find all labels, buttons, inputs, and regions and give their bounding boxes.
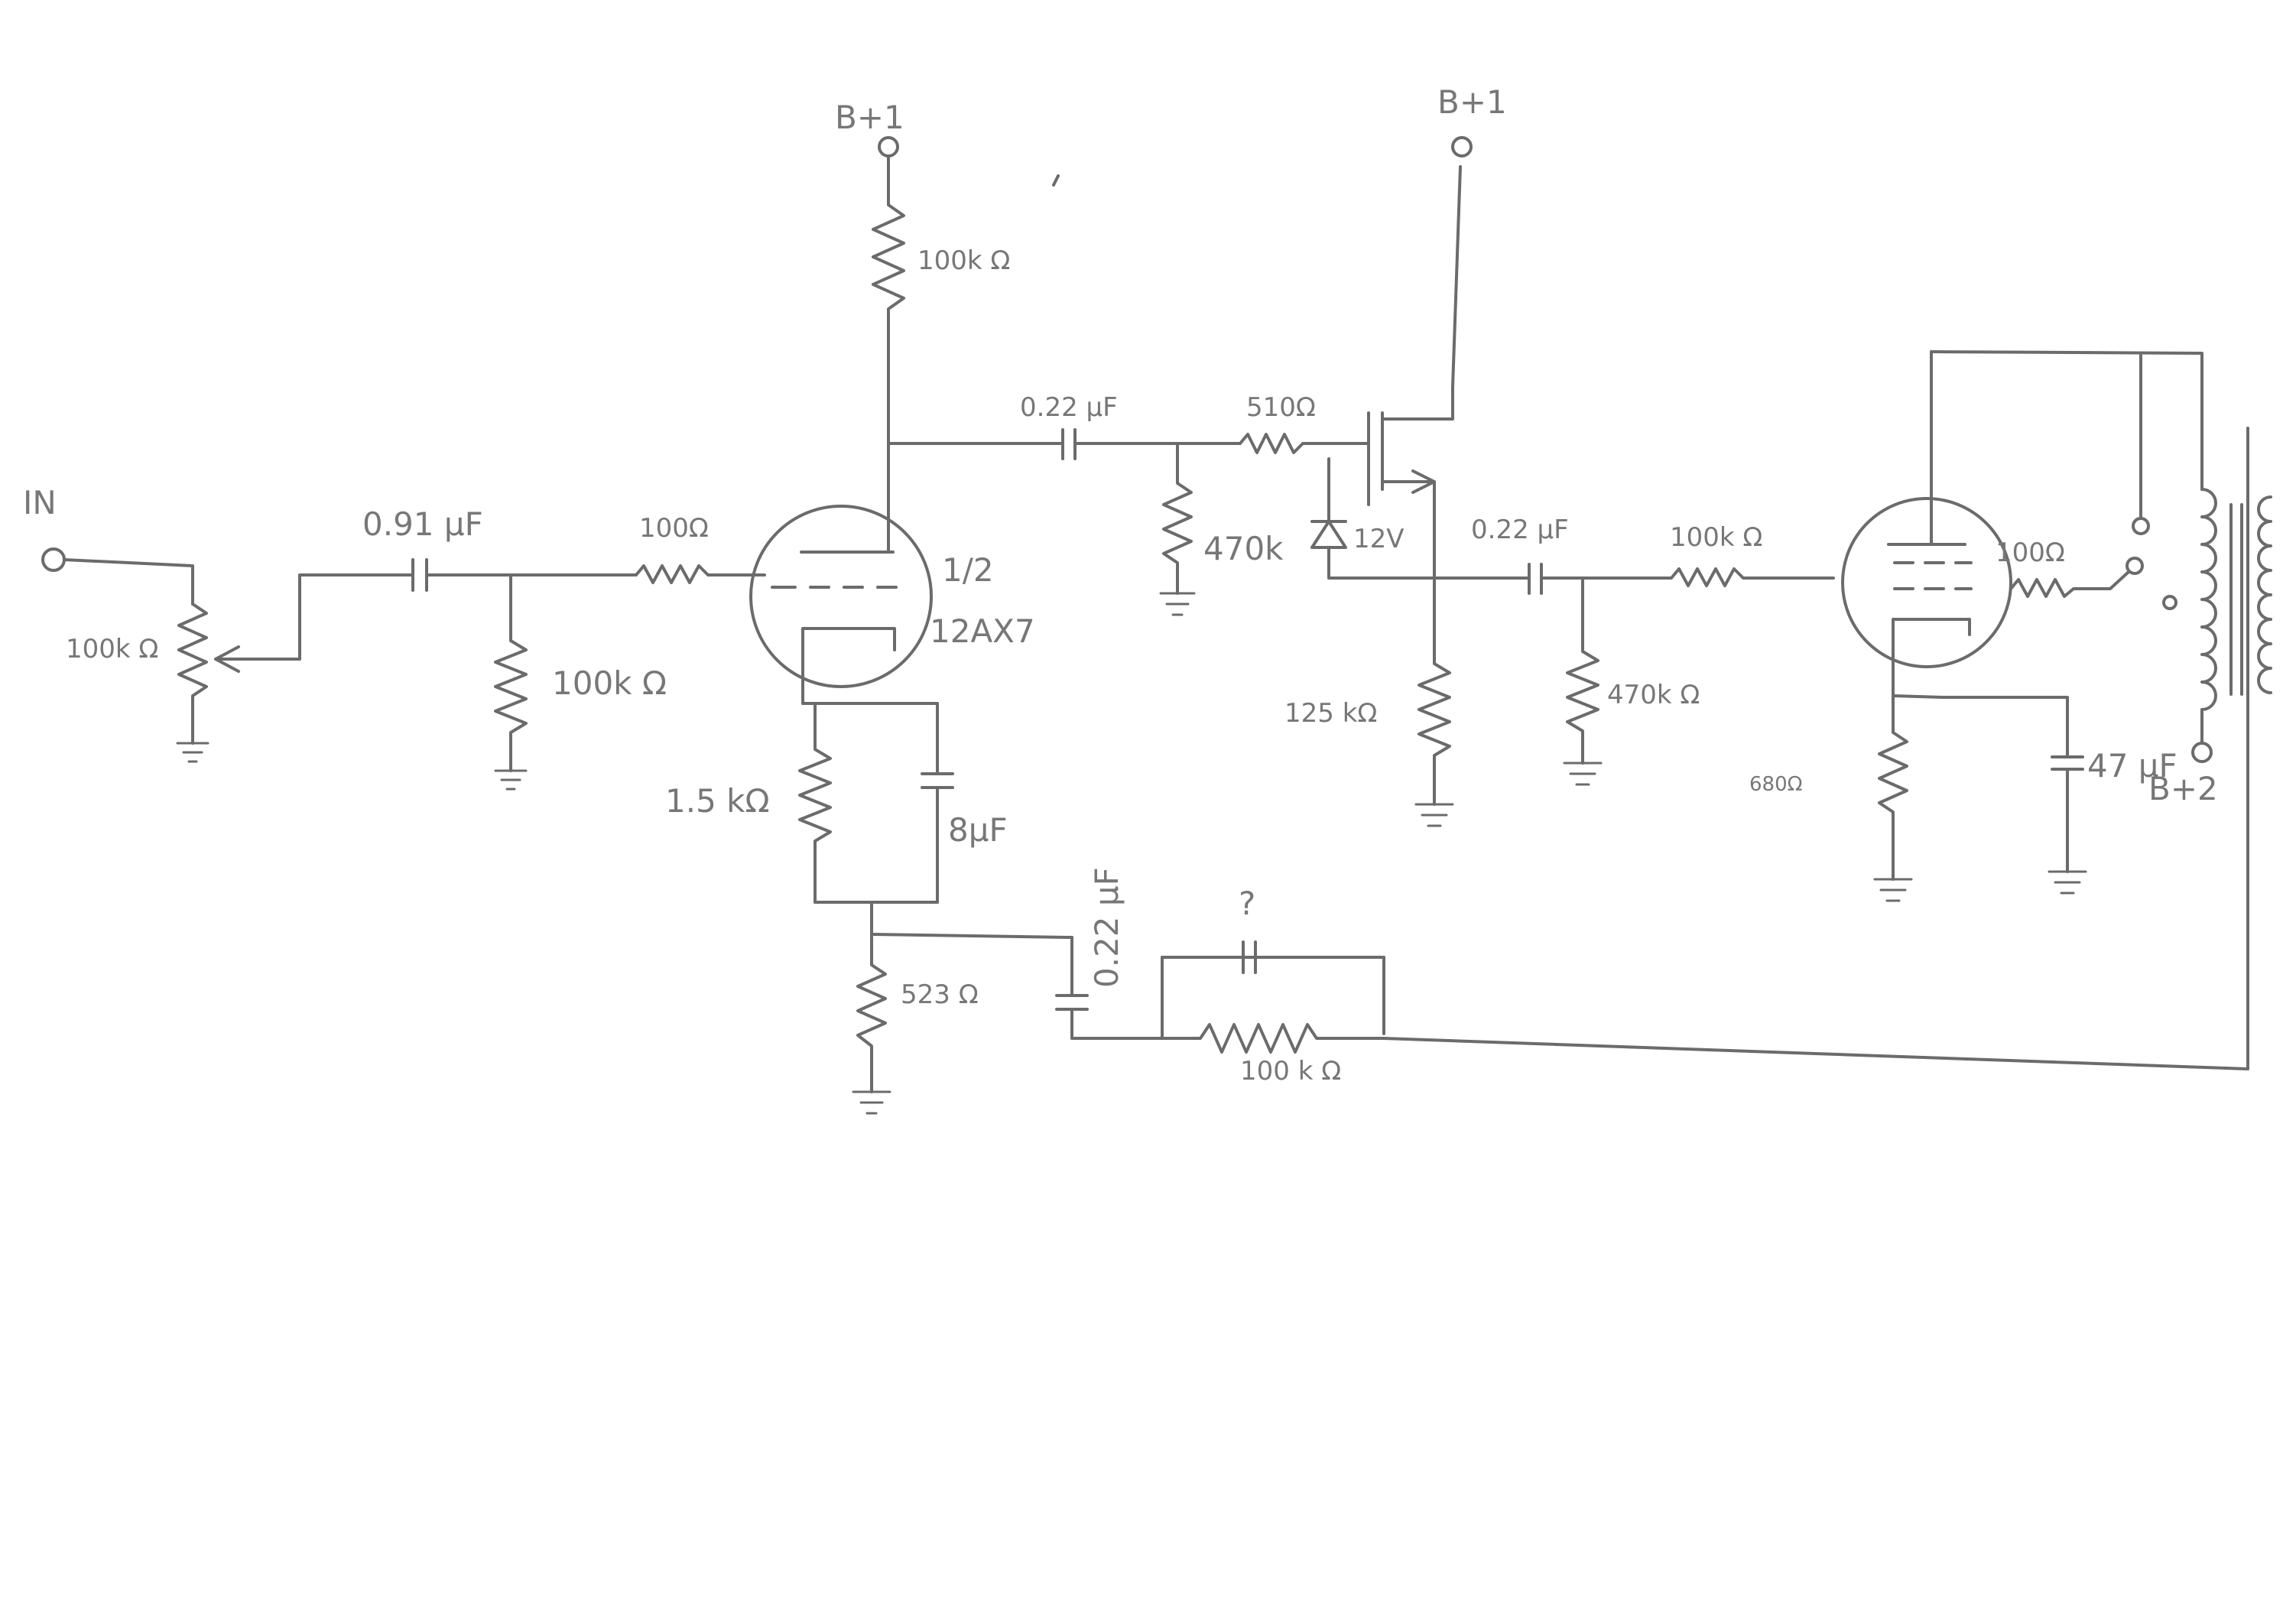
b-plus-1-left-label: B+1 bbox=[835, 99, 904, 136]
cathode-resistor bbox=[798, 702, 832, 904]
grid-res-2-label: 100k Ω bbox=[1670, 522, 1762, 553]
feedback-network bbox=[1055, 427, 2249, 1070]
ground-symbol bbox=[176, 742, 209, 763]
coupling-cap-2-label: 0.22 μF bbox=[1471, 515, 1569, 545]
fb-unknown-cap-label: ? bbox=[1239, 885, 1255, 922]
feedback-capacitor bbox=[1055, 936, 1164, 1040]
input-label: IN bbox=[23, 484, 57, 521]
grid-res-1-label: 100Ω bbox=[639, 513, 709, 544]
transformer-primary bbox=[2200, 488, 2217, 745]
gate-leak-label: 470k bbox=[1203, 530, 1284, 567]
output-cathode-capacitor bbox=[2051, 755, 2084, 873]
feedback-ground-resistor bbox=[856, 933, 887, 1093]
input-pot-label: 100k Ω bbox=[66, 634, 158, 664]
tube-half-label: 1/2 bbox=[942, 551, 994, 589]
coupling-capacitor-2 bbox=[1433, 563, 1673, 595]
fb-cap-label: 0.22 μF bbox=[1088, 867, 1125, 988]
output-plate-wire bbox=[1930, 350, 2203, 518]
screen-resistor bbox=[2009, 557, 2144, 598]
coupling-capacitor-1 bbox=[1061, 428, 1242, 460]
input-terminal bbox=[41, 547, 66, 572]
ground-symbol bbox=[852, 1090, 891, 1115]
grid-leak-resistor-1 bbox=[494, 573, 528, 791]
tube-plate bbox=[800, 442, 895, 554]
output-cathode-cap-label: 47 μF bbox=[2087, 747, 2177, 784]
transformer-core bbox=[2229, 503, 2243, 696]
output-cathode-res-label: 680Ω bbox=[1749, 773, 1803, 796]
zener-diode bbox=[1310, 457, 1436, 580]
transformer-secondary bbox=[2257, 495, 2272, 694]
feedback-unknown-capacitor bbox=[1161, 940, 1385, 974]
input-capacitor-label: 0.91 μF bbox=[362, 505, 483, 543]
output-transformer bbox=[2191, 488, 2272, 763]
input-capacitor bbox=[411, 558, 638, 592]
feedback-resistor bbox=[1161, 1023, 1385, 1054]
switch-terminal-top bbox=[2132, 517, 2150, 535]
source-res-label: 125 kΩ bbox=[1284, 698, 1377, 729]
input-pot-wiper bbox=[214, 573, 414, 673]
triode-tube-12ax7 bbox=[749, 442, 933, 705]
tap-terminal bbox=[2162, 595, 2177, 610]
pentode-grids bbox=[1893, 561, 1973, 590]
output-cathode-network bbox=[1873, 694, 2087, 902]
pentode-plate bbox=[1887, 350, 1966, 546]
tube-type-label: 12AX7 bbox=[930, 612, 1035, 650]
grid-stopper-resistor-2 bbox=[1670, 567, 1835, 587]
plate-res-1-label: 100k Ω bbox=[917, 245, 1010, 276]
plate-supply-left bbox=[872, 136, 1060, 445]
b-plus-1-right-label: B+1 bbox=[1437, 83, 1507, 121]
b-plus-2-label: B+2 bbox=[2148, 770, 2218, 807]
cathode-network bbox=[798, 702, 1073, 1115]
tube-cathode bbox=[801, 627, 896, 705]
cathode-bypass-capacitor bbox=[921, 702, 954, 904]
input-section bbox=[41, 547, 414, 763]
fb-res-ground-label: 523 Ω bbox=[901, 979, 979, 1010]
screen-res-label: 100Ω bbox=[1996, 538, 2065, 568]
output-cathode-resistor bbox=[1878, 694, 1908, 881]
input-wire bbox=[63, 558, 194, 606]
feedback-return-wire bbox=[1382, 427, 2249, 1070]
gate-res-label: 510Ω bbox=[1246, 392, 1316, 423]
coupling-cap-1-label: 0.22 μF bbox=[1020, 392, 1118, 423]
grid-leak-resistor-2 bbox=[1563, 577, 1603, 786]
pentode-cathode bbox=[1892, 618, 1971, 697]
source-resistor bbox=[1414, 577, 1454, 827]
output-pentode-tube bbox=[1841, 350, 2012, 697]
gate-stopper-resistor bbox=[1239, 433, 1370, 454]
zener-label: 12V bbox=[1353, 524, 1405, 554]
fb-res-label: 100 k Ω bbox=[1240, 1056, 1341, 1086]
grid-stopper-resistor-1 bbox=[635, 564, 766, 584]
grid-leak-1-label: 100k Ω bbox=[552, 664, 667, 702]
grid-leak-2-label: 470k Ω bbox=[1607, 680, 1700, 710]
mosfet-source-follower bbox=[1310, 136, 1473, 580]
cathode-cap-label: 8μF bbox=[948, 811, 1008, 849]
gate-leak-resistor bbox=[1159, 442, 1196, 616]
cathode-res-label: 1.5 kΩ bbox=[665, 782, 770, 820]
input-pot bbox=[177, 603, 208, 745]
